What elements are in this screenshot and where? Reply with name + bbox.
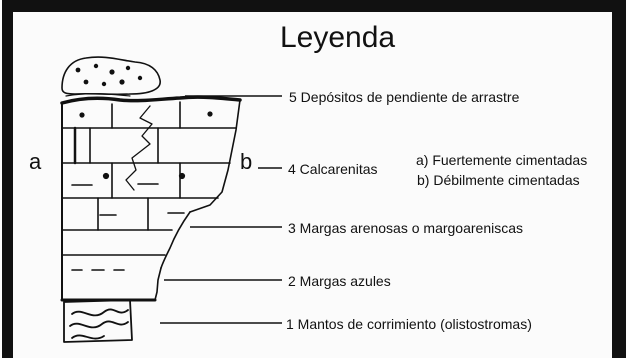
layer-4-calcarenites [61, 99, 241, 231]
layer-3-margas-arenosas [160, 211, 191, 269]
legend-item-4: 4 Calcarenitas [288, 161, 378, 177]
legend-item-5: 5 Depósitos de pendiente de arrastre [289, 89, 520, 105]
layer-1-mantos [63, 299, 133, 343]
legend-item-3: 3 Margas arenosas o margoareniscas [288, 220, 524, 236]
layer-5-deposits [61, 56, 161, 96]
frame-border-left [2, 0, 13, 358]
legend-item-2: 2 Margas azules [288, 273, 391, 289]
frame-border-top [2, 0, 625, 12]
frame-border-right [612, 0, 626, 358]
fracture [125, 105, 153, 191]
legend-item-4a: a) Fuertemente cimentadas [416, 152, 588, 168]
label-a: a [29, 149, 42, 174]
legend-item-4b: b) Débilmente cimentadas [417, 172, 580, 188]
layer-5-base-line [60, 95, 242, 105]
label-b: b [240, 149, 253, 174]
legend-title: Leyenda [280, 21, 396, 54]
layer-2-margas-azules [154, 267, 162, 301]
legend-item-1: 1 Mantos de corrimiento (olistostromas) [286, 316, 532, 332]
